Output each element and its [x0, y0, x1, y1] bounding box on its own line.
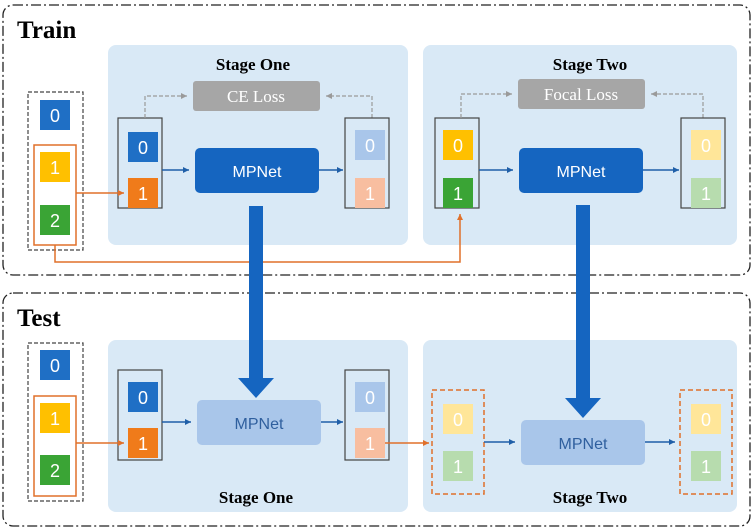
train-s1-out-class-1-label: 1: [365, 184, 375, 204]
train-s1-in-class-0: [128, 132, 158, 162]
train-input-class-2: [40, 205, 70, 235]
test-input-class-1: [40, 403, 70, 433]
test-input-class-0-label: 0: [50, 356, 60, 376]
test-minority-group: [33, 395, 77, 497]
ce-loss-label: CE Loss: [227, 87, 285, 106]
train-s1-in-class-0-label: 0: [138, 138, 148, 158]
stage-two-model-transfer-arrow: [565, 205, 601, 418]
train-s1-out-class-0: [355, 130, 385, 160]
test-s1-in-class-0-label: 0: [138, 388, 148, 408]
train-s2-input-to-loss-arrow: [460, 91, 512, 118]
test-s2-out-class-0: [691, 404, 721, 434]
test-s1-in-class-1: [128, 428, 158, 458]
train-s2-mpnet-label: MPNet: [557, 164, 606, 181]
train-s1-mpnet-label: MPNet: [233, 164, 282, 181]
test-s2-output-box: [679, 389, 733, 495]
test-s1-out-class-0: [355, 382, 385, 412]
test-s2-in-class-1-label: 1: [453, 457, 463, 477]
focal-loss-box: [518, 79, 645, 109]
test-s2-out-class-1-label: 1: [701, 457, 711, 477]
test-s2-in-class-1: [443, 451, 473, 481]
test-s2-in-class-0-label: 0: [453, 410, 463, 430]
test-s2-mpnet-label: MPNet: [559, 436, 608, 453]
test-input-class-2-label: 2: [50, 461, 60, 481]
train-stage-two-panel: [423, 45, 737, 245]
train-s2-in-class-0: [443, 130, 473, 160]
test-s1-input-box: [117, 369, 163, 461]
train-input-class-2-label: 2: [50, 211, 60, 231]
train-s2-out-class-0-label: 0: [701, 136, 711, 156]
train-s1-in-class-1: [128, 178, 158, 208]
train-s2-output-to-loss-arrow: [651, 91, 704, 118]
ce-loss-box: [193, 81, 320, 111]
test-s1-mpnet-label: MPNet: [235, 416, 284, 433]
train-s1-mpnet-box: [195, 148, 319, 193]
test-title: Test: [17, 305, 61, 332]
test-s1-out-class-0-label: 0: [365, 388, 375, 408]
test-s1-output-box: [344, 369, 390, 461]
test-s1-in-class-1-label: 1: [138, 434, 148, 454]
train-input-class-0-label: 0: [50, 106, 60, 126]
train-input-class-1-label: 1: [50, 158, 60, 178]
train-s2-out-class-0: [691, 130, 721, 160]
train-s2-in-class-1: [443, 178, 473, 208]
test-s2-in-class-0: [443, 404, 473, 434]
test-s1-mpnet-box: [197, 400, 321, 445]
test-input-group-border: [27, 342, 84, 502]
test-s1-out-class-1-label: 1: [365, 434, 375, 454]
focal-loss-label: Focal Loss: [544, 85, 618, 104]
train-input-class-1: [40, 152, 70, 182]
train-stage-two-title: Stage Two: [553, 55, 627, 74]
train-s1-output-to-loss-arrow: [326, 93, 373, 118]
train-s2-mpnet-box: [519, 148, 643, 193]
train-input-class-0: [40, 100, 70, 130]
test-section-border: [2, 292, 751, 527]
train-s2-in-class-1-label: 1: [453, 184, 463, 204]
test-s2-out-class-1: [691, 451, 721, 481]
stage-one-model-transfer-arrow: [238, 206, 274, 398]
test-s1-in-class-0: [128, 382, 158, 412]
test-input-class-2: [40, 455, 70, 485]
test-input-class-0: [40, 350, 70, 380]
train-s2-out-class-1: [691, 178, 721, 208]
train-section-border: [2, 4, 751, 276]
test-stage-one-title: Stage One: [219, 488, 294, 507]
train-s1-input-to-loss-arrow: [144, 93, 187, 118]
train-s1-out-class-0-label: 0: [365, 136, 375, 156]
test-s2-out-class-0-label: 0: [701, 410, 711, 430]
train-s1-out-class-1: [355, 178, 385, 208]
test-input-class-1-label: 1: [50, 409, 60, 429]
train-title: Train: [17, 17, 76, 44]
train-s2-in-class-0-label: 0: [453, 136, 463, 156]
train-stage-one-title: Stage One: [216, 55, 291, 74]
train-s1-in-class-1-label: 1: [138, 184, 148, 204]
test-s1-out-class-1: [355, 428, 385, 458]
test-stage-two-title: Stage Two: [553, 488, 627, 507]
test-s2-mpnet-box: [521, 420, 645, 465]
train-s2-out-class-1-label: 1: [701, 184, 711, 204]
